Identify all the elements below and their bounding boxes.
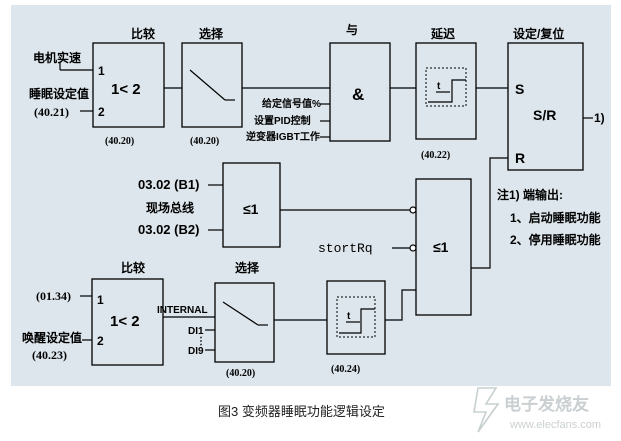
- diagram-panel: [11, 5, 611, 386]
- watermark-url: www.elecfans.com: [509, 419, 601, 431]
- di-dots: ⋮: [196, 336, 206, 347]
- top-port-2: 2: [98, 105, 105, 119]
- bottom-input2-label: 唤醒设定值: [22, 330, 82, 345]
- top-compare-param: (40.20): [105, 136, 134, 147]
- or2-to-sr-reset-wire: [471, 157, 508, 269]
- or2-symbol: ≤1: [433, 239, 449, 255]
- watermark-logo: 电子发烧友 www.elecfans.com: [473, 387, 601, 433]
- bottom-port-1: 1: [97, 293, 104, 307]
- bottom-select-param: (40.20): [226, 368, 255, 379]
- bottom-delay-param: (40.24): [331, 364, 360, 375]
- or1-input2-label: 03.02 (B2): [138, 222, 199, 237]
- bottom-select-block: [214, 282, 275, 363]
- or1-input1-label: 03.02 (B1): [138, 177, 199, 192]
- sr-r-label: R: [515, 150, 525, 166]
- top-input2-param: (40.21): [34, 105, 69, 119]
- top-delay-param: (40.22): [421, 150, 450, 161]
- bottom-input2-param: (40.23): [32, 348, 67, 362]
- bottom-compare-block: [91, 278, 164, 366]
- internal-label: INTERNAL: [157, 305, 208, 316]
- and-input3-label: 逆变器IGBT工作: [246, 130, 320, 143]
- and-input2-label: 设置PID控制: [254, 114, 311, 127]
- or2-input2-inverter: [409, 244, 417, 252]
- bottom-delay-t-label: t: [347, 311, 351, 322]
- top-compare-block: [92, 42, 165, 128]
- figure-caption: 图3 变频器睡眠功能逻辑设定: [218, 404, 385, 419]
- note-item-1: 1、启动睡眠功能: [510, 210, 601, 225]
- or2-block: [415, 178, 472, 316]
- and-block: [329, 42, 391, 142]
- top-port-1: 1: [98, 64, 105, 78]
- watermark-text: 电子发烧友: [504, 394, 589, 414]
- note-item-2: 2、停用睡眠功能: [510, 232, 601, 247]
- or2-input1-inverter: [409, 206, 417, 214]
- sr-title: 设定/复位: [513, 26, 564, 41]
- bottom-delay-step-icon: [339, 308, 375, 334]
- bottom-delay-symbol-frame: [336, 296, 376, 338]
- bottom-input1-param: (01.34): [36, 289, 71, 303]
- sr-center-label: S/R: [533, 107, 556, 123]
- sr-output-label: 1): [594, 111, 605, 125]
- and-symbol: &: [352, 85, 364, 104]
- bottom-delay-block: [326, 280, 386, 355]
- top-select-title: 选择: [199, 26, 224, 41]
- top-select-block: [181, 42, 243, 128]
- or1-symbol: ≤1: [243, 201, 259, 217]
- di11-label: DI1: [188, 326, 204, 337]
- top-input2-label: 睡眠设定值: [29, 86, 89, 101]
- top-select-switch: [189, 69, 226, 101]
- or1-block: [222, 162, 281, 248]
- top-delay-t-label: t: [437, 81, 441, 92]
- startrq-label: stortRq: [318, 241, 373, 256]
- watermark-lightning-icon: [473, 387, 500, 433]
- sr-s-label: S: [515, 81, 524, 97]
- bottom-compare-title: 比较: [121, 260, 145, 275]
- top-delay-block: [415, 42, 477, 140]
- top-delay-title: 延迟: [430, 26, 455, 41]
- bottom-delay-to-or2-wire: [385, 289, 416, 321]
- and-input1-label: 给定信号值%: [262, 97, 321, 110]
- bottom-port-2: 2: [97, 334, 104, 348]
- top-compare-expression: 1< 2: [111, 81, 141, 98]
- top-input1-label: 电机实速: [33, 50, 81, 65]
- sr-block: [507, 42, 584, 171]
- top-delay-symbol-frame: [425, 67, 467, 107]
- bottom-select-title: 选择: [235, 260, 260, 275]
- top-compare-title: 比较: [131, 26, 155, 41]
- bottom-compare-expression: 1< 2: [110, 313, 140, 330]
- bottom-select-switch: [222, 301, 259, 326]
- note-title: 注1) 端输出:: [497, 187, 563, 202]
- top-select-param: (40.20): [190, 136, 219, 147]
- fieldbus-label: 现场总线: [146, 200, 194, 215]
- top-delay-step-icon: [428, 79, 466, 103]
- di19-label: DI9: [188, 346, 204, 357]
- and-title: 与: [346, 23, 358, 37]
